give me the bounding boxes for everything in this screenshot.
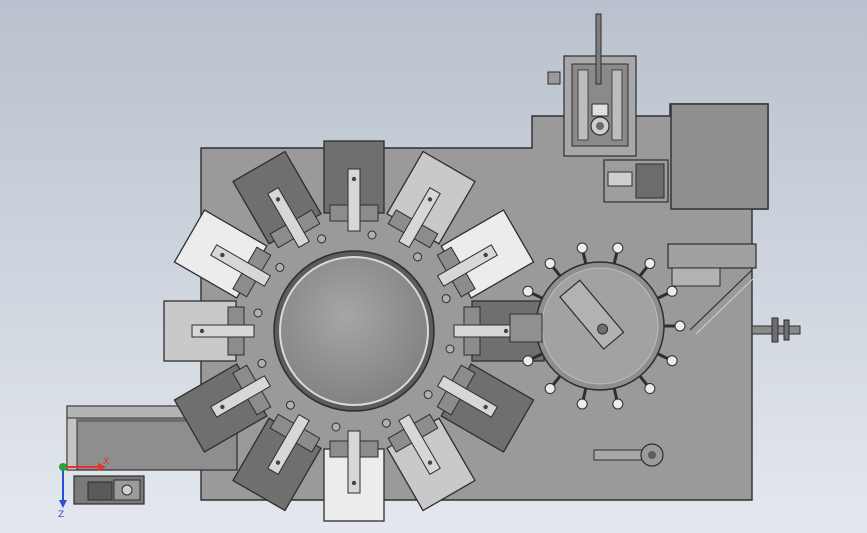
dial-cup	[522, 285, 534, 297]
station-roller	[441, 294, 451, 304]
station-roller	[423, 390, 433, 400]
station-bolt	[199, 328, 205, 334]
station-5[interactable]	[419, 351, 535, 453]
station-slide	[436, 244, 498, 287]
station-slide	[398, 413, 441, 475]
station-slide	[398, 187, 441, 249]
station-roller	[331, 422, 341, 432]
station-bolt	[351, 176, 357, 182]
station-bolt	[427, 197, 433, 202]
dial-cup	[674, 320, 686, 332]
station-roller	[445, 344, 455, 354]
station-7[interactable]	[323, 422, 385, 522]
dial-cup	[666, 285, 678, 297]
station-slide	[210, 244, 272, 287]
station-1[interactable]	[323, 140, 385, 240]
station-slide	[347, 168, 361, 232]
station-roller	[275, 262, 285, 272]
dial-cup	[666, 355, 678, 367]
station-bolt	[275, 460, 281, 465]
station-bolt	[503, 328, 509, 334]
station-bolt	[351, 480, 357, 486]
station-bolt	[483, 404, 488, 410]
dial-cup	[522, 355, 534, 367]
axis-x-head-icon	[98, 463, 106, 471]
main-turret[interactable]	[273, 250, 435, 412]
axis-x-label: X	[103, 457, 109, 467]
station-roller	[381, 418, 391, 428]
dial-cup	[544, 383, 556, 395]
dial-arm	[559, 279, 625, 350]
station-roller	[367, 230, 377, 240]
dial-cup	[644, 257, 656, 269]
station-roller	[257, 358, 267, 368]
station-2[interactable]	[374, 150, 476, 266]
dial-cup	[612, 242, 624, 254]
lower-link-arm	[593, 443, 664, 467]
station-bolt	[220, 404, 225, 410]
dial-cup	[576, 242, 588, 254]
station-slide	[347, 430, 361, 494]
station-roller	[253, 308, 263, 318]
station-roller	[413, 252, 423, 262]
dial-cup	[644, 383, 656, 395]
station-6[interactable]	[374, 396, 476, 512]
dial-cup	[576, 398, 588, 410]
station-10[interactable]	[163, 300, 263, 362]
station-bolt	[427, 460, 433, 465]
station-slide	[267, 187, 310, 249]
right-drive-housing	[667, 103, 769, 335]
station-slide	[436, 375, 498, 418]
axis-triad: X Z	[58, 457, 109, 520]
dial-cup	[544, 257, 556, 269]
station-slide	[267, 413, 310, 475]
axis-origin-icon	[59, 463, 67, 471]
turret-disc	[279, 256, 429, 406]
dial-table[interactable]	[509, 261, 665, 391]
station-slide	[191, 324, 255, 338]
station-ring	[163, 140, 545, 522]
station-roller	[317, 234, 327, 244]
conveyor-drive-motor	[73, 475, 145, 505]
top-feeder-mechanism	[547, 13, 669, 203]
station-bolt	[220, 252, 225, 258]
dial-cup	[612, 398, 624, 410]
station-12[interactable]	[232, 150, 334, 266]
station-8[interactable]	[232, 396, 334, 512]
transfer-bridge	[509, 313, 543, 343]
station-9[interactable]	[173, 351, 289, 453]
station-3[interactable]	[419, 209, 535, 311]
station-slide	[210, 375, 272, 418]
station-bolt	[275, 197, 281, 202]
station-roller	[285, 400, 295, 410]
side-handwheel	[751, 317, 801, 343]
station-11[interactable]	[173, 209, 289, 311]
axis-z-label: Z	[58, 510, 64, 520]
infeed-conveyor	[66, 405, 238, 471]
station-bolt	[483, 252, 488, 258]
axis-z-head-icon	[59, 500, 67, 508]
